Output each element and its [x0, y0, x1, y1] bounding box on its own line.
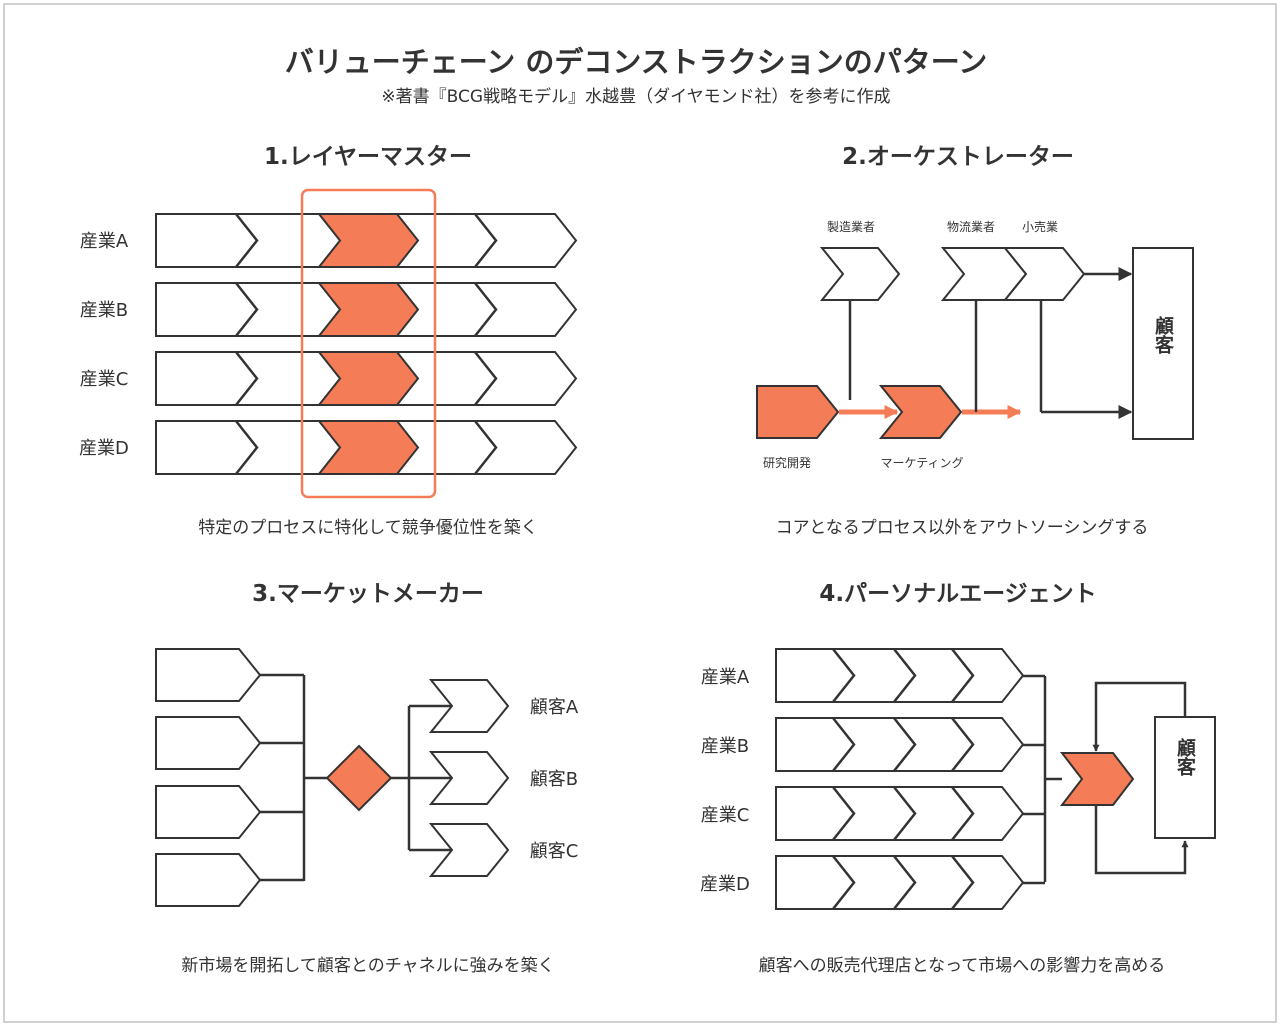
- chevron-divider: [235, 420, 259, 475]
- customer-chevron: [428, 823, 510, 877]
- label-logistics: 物流業者: [947, 220, 995, 234]
- label-rnd: 研究開発: [763, 455, 811, 470]
- customer-label: 顧客: [1152, 315, 1174, 355]
- section-personal-agent: 4.パーソナルエージェント 産業A 産業B 産業C 産業D 顧客 顧客への販売代理店と…: [700, 581, 1216, 976]
- chevron-divider: [235, 282, 259, 337]
- section-orchestrator: 2.オーケストレーター 製造業者 物流業者 小売業 顧客 研究開発 マーケティン…: [756, 144, 1194, 538]
- highlighted-chevron: [316, 282, 420, 337]
- section-title: 4.パーソナルエージェント: [819, 581, 1096, 607]
- customer-box: [1154, 716, 1216, 839]
- market-maker-diamond: [325, 744, 393, 812]
- highlight-frame: [300, 188, 437, 499]
- chevron-divider: [951, 717, 975, 772]
- customer-label: 顧客A: [530, 697, 579, 718]
- value-chain-row: 産業C: [701, 786, 1045, 841]
- customer-label: 顧客B: [530, 769, 578, 790]
- industry-label: 産業B: [80, 300, 128, 321]
- chevron-divider: [832, 648, 856, 703]
- value-chain-row: 産業A: [701, 648, 1045, 703]
- value-chain-row: 産業B: [80, 282, 578, 337]
- chevron-divider: [474, 282, 498, 337]
- page-title: バリューチェーン のデコンストラクションのパターン: [285, 45, 988, 79]
- value-chain-row: 産業D: [700, 855, 1045, 910]
- industry-label: 産業B: [701, 736, 749, 757]
- chevron-divider: [832, 717, 856, 772]
- chevron-divider: [951, 648, 975, 703]
- value-chain-row: 産業B: [701, 717, 1045, 772]
- outer-frame: [3, 3, 1277, 1023]
- customer-chevron: [428, 751, 510, 805]
- customer-box: [1132, 247, 1194, 440]
- customer-chevron: [428, 679, 510, 733]
- section-title: 2.オーケストレーター: [842, 144, 1074, 170]
- chevron-divider: [832, 855, 856, 910]
- customer-label: 顧客: [1174, 737, 1196, 777]
- section-caption: 新市場を開拓して顧客とのチャネルに強みを築く: [181, 956, 554, 976]
- chevron-divider: [951, 855, 975, 910]
- chevron-marketing: [878, 385, 963, 439]
- value-chain-row: 産業A: [80, 213, 578, 268]
- industry-label: 産業A: [701, 667, 750, 688]
- agent-chevron: [1059, 752, 1135, 806]
- section-title: 3.マーケットメーカー: [252, 581, 484, 607]
- section-caption: 顧客への販売代理店となって市場への影響力を高める: [759, 956, 1166, 976]
- section-layer-master: 1.レイヤーマスター 産業A 産業B 産業C 産業D 特定のプロセスに特化して競争優位…: [79, 144, 578, 538]
- chevron-divider: [235, 213, 259, 268]
- chevron-divider: [474, 351, 498, 406]
- industry-label: 産業C: [701, 805, 750, 826]
- label-retail: 小売業: [1022, 219, 1058, 234]
- value-chain-row: 産業C: [80, 351, 578, 406]
- industry-label: 産業D: [79, 438, 129, 459]
- arrow-agent-to-customer-bottom: [1094, 805, 1189, 875]
- section-caption: 特定のプロセスに特化して競争優位性を築く: [198, 518, 538, 538]
- chevron-divider: [832, 786, 856, 841]
- value-chain-row: 産業D: [79, 420, 578, 475]
- supplier-pentagon: [155, 648, 262, 702]
- supplier-pentagon: [155, 785, 262, 839]
- highlighted-chevron: [316, 213, 420, 268]
- chevron-manufacturer: [819, 247, 901, 301]
- chevron-divider: [474, 420, 498, 475]
- chevron-divider: [474, 213, 498, 268]
- rnd-block: [756, 385, 840, 439]
- label-manufacturer: 製造業者: [827, 220, 875, 234]
- section-title: 1.レイヤーマスター: [264, 144, 472, 170]
- chevron-divider: [951, 786, 975, 841]
- chevron-divider: [893, 717, 917, 772]
- page-subtitle: ※著書『BCG戦略モデル』水越豊（ダイヤモンド社）を参考に作成: [381, 86, 890, 107]
- chevron-divider: [235, 351, 259, 406]
- section-market-maker: 3.マーケットメーカー 顧客A 顧客B 顧客C 新市場を開拓して顧客とのチャネルに強…: [155, 581, 579, 976]
- section-caption: コアとなるプロセス以外をアウトソーシングする: [776, 518, 1149, 538]
- chevron-divider: [893, 855, 917, 910]
- customer-label: 顧客C: [530, 841, 579, 862]
- chevron-retail: [1002, 247, 1086, 301]
- industry-label: 産業A: [80, 231, 129, 252]
- industry-label: 産業C: [80, 369, 129, 390]
- industry-label: 産業D: [700, 874, 750, 895]
- arrow-customer-to-agent-top: [1092, 681, 1187, 752]
- supplier-pentagon: [155, 716, 262, 770]
- supplier-pentagon: [155, 853, 262, 907]
- highlighted-chevron: [316, 351, 420, 406]
- label-marketing: マーケティング: [880, 456, 963, 470]
- chevron-divider: [893, 786, 917, 841]
- highlighted-chevron: [316, 420, 420, 475]
- chevron-divider: [893, 648, 917, 703]
